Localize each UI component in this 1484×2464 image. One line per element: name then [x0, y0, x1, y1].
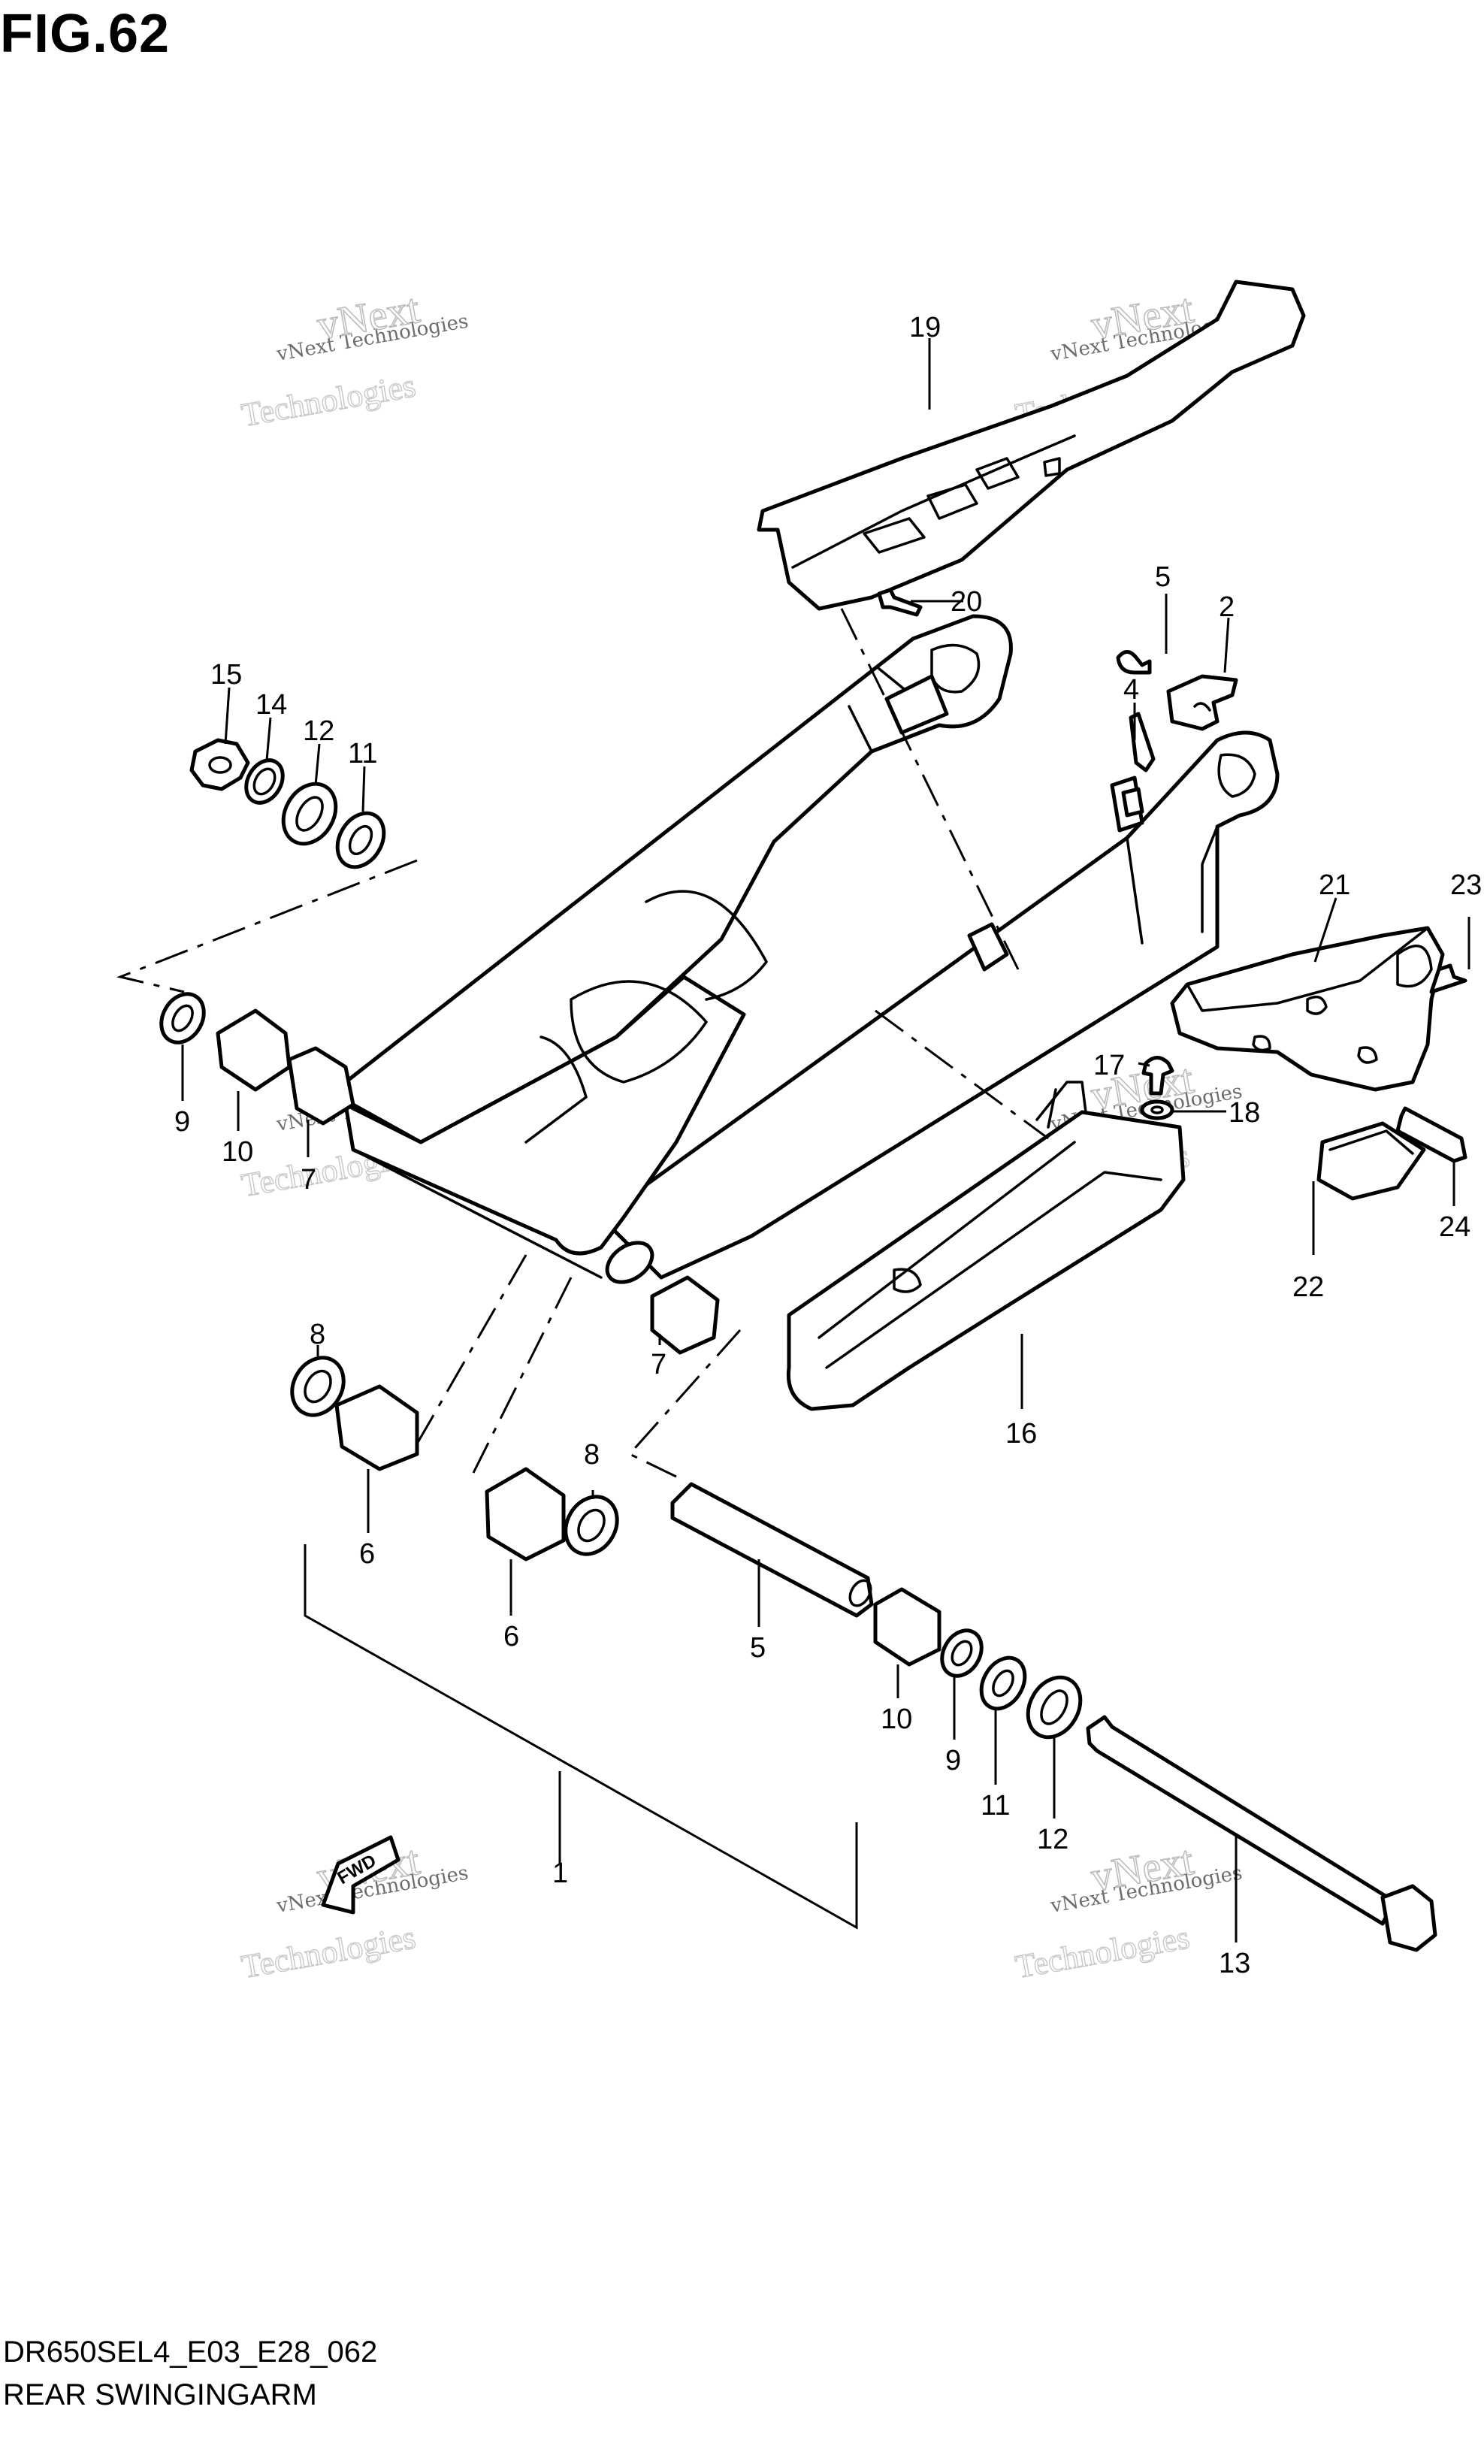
svg-text:Technologies: Technologies	[239, 367, 419, 434]
callout-11: 11	[348, 738, 377, 769]
callout-19: 19	[909, 312, 941, 343]
callout-7: 7	[651, 1349, 666, 1380]
callout-9: 9	[945, 1745, 961, 1776]
torque-bracket	[1170, 926, 1445, 1092]
callout-2: 2	[1219, 591, 1235, 623]
left-pivot-hardware	[159, 738, 386, 1126]
swingarm	[343, 614, 1280, 1284]
right-axle-hardware	[873, 1587, 1437, 1952]
callout-6: 6	[359, 1538, 375, 1570]
guard-plate	[1316, 1121, 1426, 1201]
callout-23: 23	[1450, 869, 1482, 901]
watermark: vNext Technologies vNext Technologies	[238, 285, 470, 434]
callout-9: 9	[174, 1106, 190, 1138]
assembly-bracket-1	[304, 1544, 858, 1930]
small-bracket-parts	[1116, 650, 1238, 818]
callout-8: 8	[584, 1439, 600, 1471]
callout-6: 6	[503, 1621, 519, 1652]
callout-7: 7	[301, 1164, 316, 1196]
figure-name: REAR SWINGINGARM	[3, 2378, 317, 2411]
fasteners	[877, 588, 1467, 1163]
callout-18: 18	[1229, 1097, 1260, 1129]
callout-13: 13	[1219, 1948, 1250, 1979]
callout-10: 10	[222, 1136, 253, 1168]
callout-8: 8	[310, 1319, 325, 1350]
svg-text:Technologies: Technologies	[1013, 1918, 1192, 1985]
callout-16: 16	[1005, 1418, 1037, 1450]
assembly-lines	[116, 608, 1049, 1478]
callout-21: 21	[1319, 869, 1350, 901]
callout-12: 12	[1037, 1824, 1068, 1855]
figure-title: FIG.62	[0, 4, 171, 64]
callout-10: 10	[881, 1704, 912, 1735]
svg-text:Technologies: Technologies	[239, 1918, 419, 1985]
callout-20: 20	[951, 586, 982, 618]
chain-slider	[786, 1081, 1186, 1411]
callout-11: 11	[981, 1790, 1010, 1822]
callout-17: 17	[1093, 1050, 1125, 1081]
callout-1: 1	[552, 1858, 568, 1889]
callout-15: 15	[210, 659, 242, 691]
center-pivot-hardware	[290, 1275, 874, 1618]
callout-24: 24	[1439, 1211, 1470, 1243]
callout-22: 22	[1292, 1271, 1324, 1303]
callout-4: 4	[1123, 674, 1139, 706]
callout-3: 5	[1155, 561, 1171, 593]
figure-code: DR650SEL4_E03_E28_062	[3, 2336, 378, 2369]
callout-12: 12	[303, 715, 334, 747]
leader-lines	[181, 338, 1470, 1942]
callout-5: 5	[750, 1632, 766, 1664]
chain-case	[757, 280, 1306, 611]
callouts: 19 20 5 2 4 21 23 17 18 24 22 16 15 14 1…	[174, 312, 1482, 1979]
callout-14: 14	[255, 689, 287, 721]
